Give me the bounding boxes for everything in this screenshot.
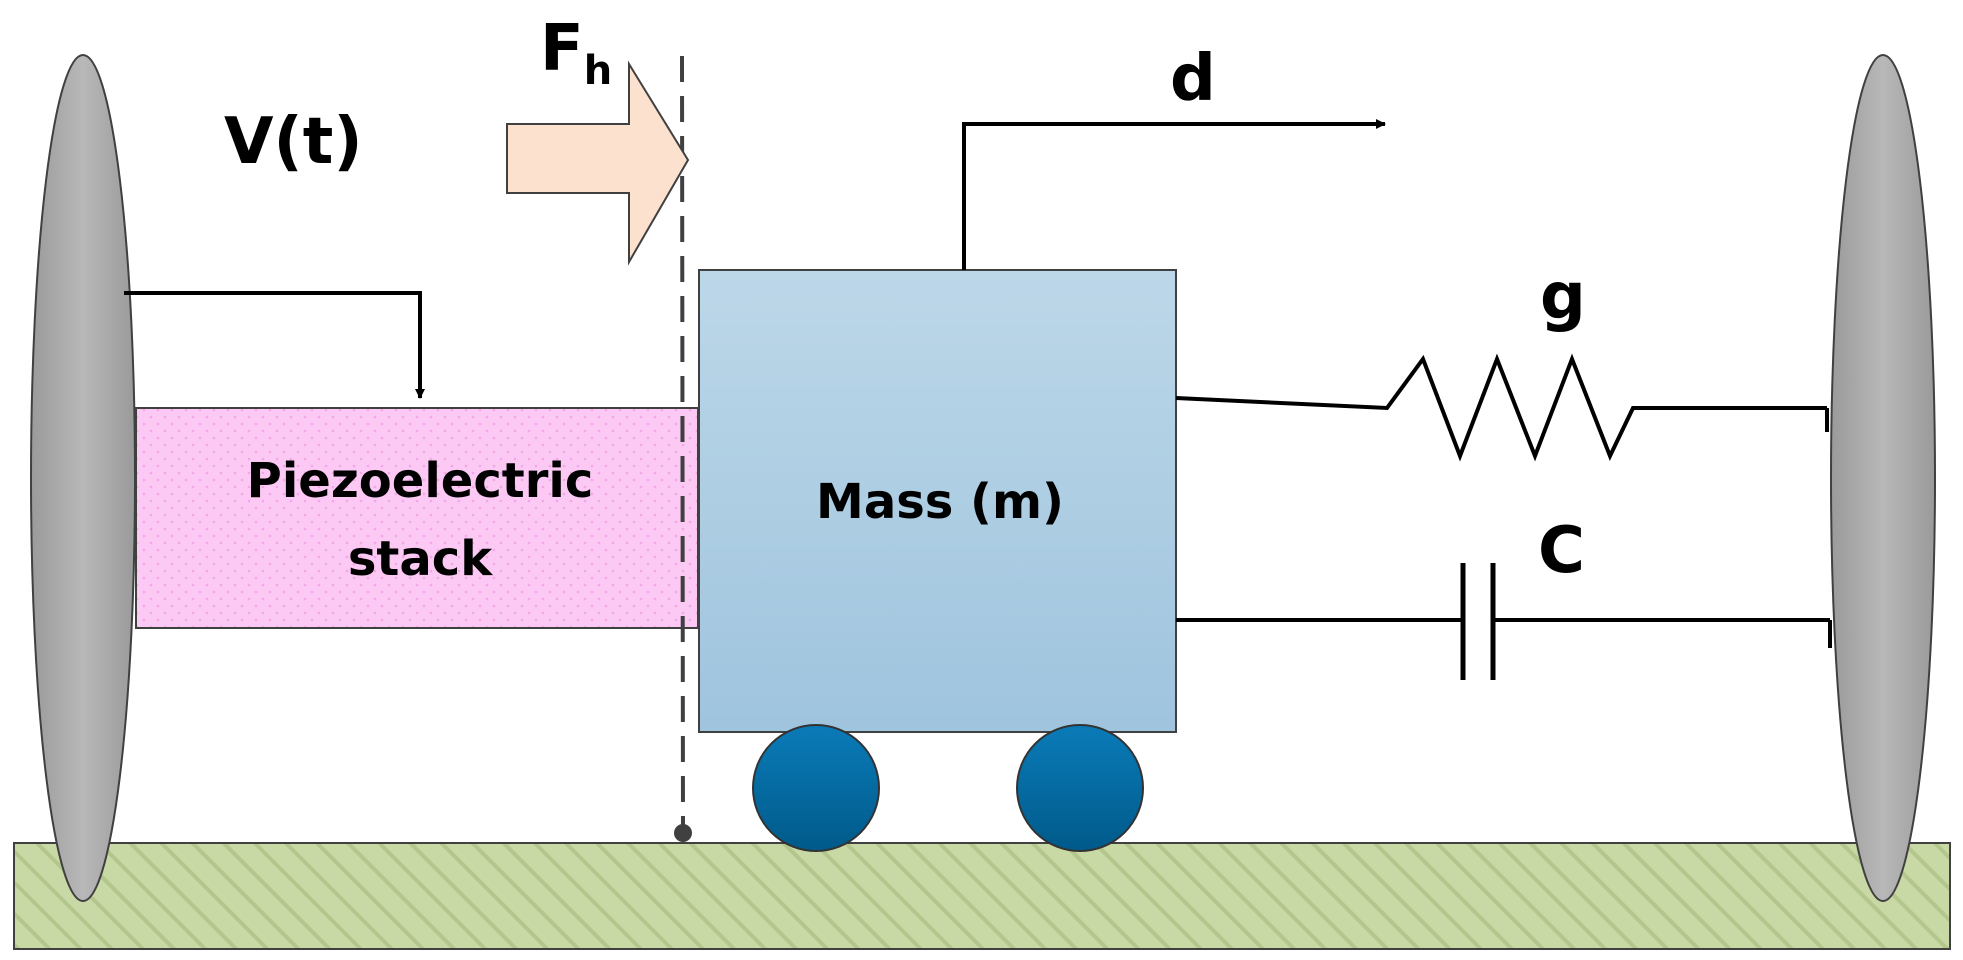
displacement-arrow xyxy=(962,119,1386,270)
force-label-main: F xyxy=(540,12,584,86)
force-label-sub: h xyxy=(584,48,612,94)
spring-label: g xyxy=(1540,260,1586,334)
stack-label-line2: stack xyxy=(348,531,493,587)
piezoelectric-stack xyxy=(135,407,699,629)
left-wheel xyxy=(752,724,880,852)
reference-pivot xyxy=(674,824,692,842)
reference-dashed-line xyxy=(680,55,685,834)
right-wheel xyxy=(1016,724,1144,852)
force-arrow xyxy=(506,60,690,266)
left-wall xyxy=(30,54,136,902)
stack-label-line1: Piezoelectric xyxy=(247,453,594,509)
voltage-label: V(t) xyxy=(224,105,363,179)
mass-label: Mass (m) xyxy=(816,474,1064,530)
capacitor-label: C xyxy=(1538,514,1585,588)
displacement-label: d xyxy=(1170,42,1216,116)
ground xyxy=(13,842,1951,950)
right-wall xyxy=(1830,54,1936,902)
voltage-wire xyxy=(124,291,425,399)
spring xyxy=(1175,353,1827,462)
force-label: Fh xyxy=(540,12,612,94)
mass-block xyxy=(698,269,1177,733)
